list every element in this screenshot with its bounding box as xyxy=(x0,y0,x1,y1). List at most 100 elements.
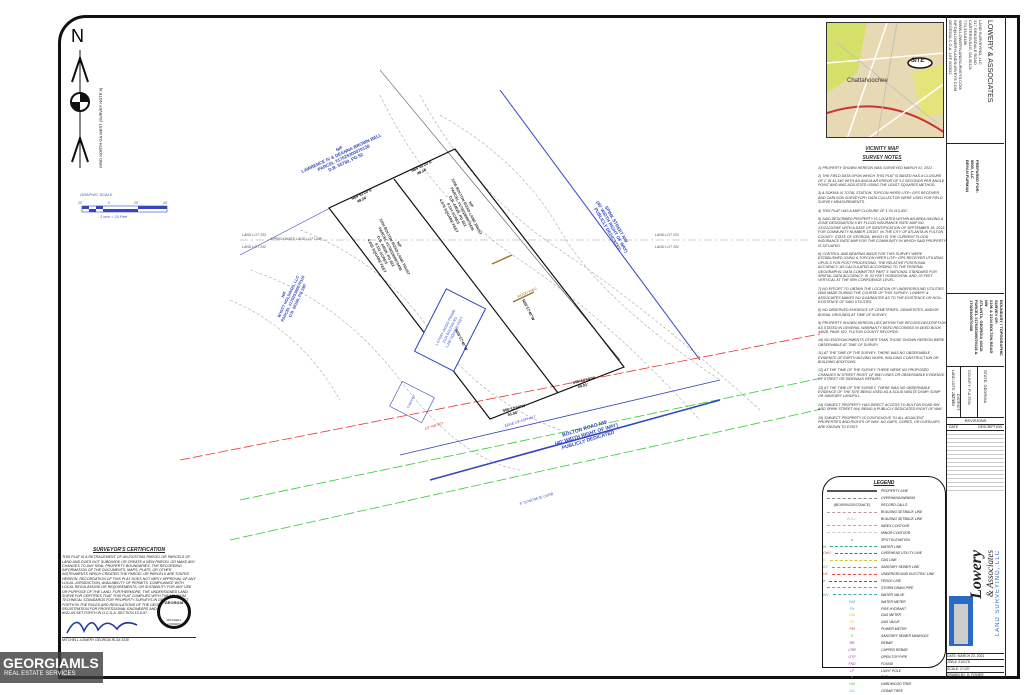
legend-label: INDEX CONTOUR xyxy=(881,523,910,528)
company-line: LAND SURVEYING, LLC xyxy=(978,20,983,65)
legend-symbol xyxy=(823,587,881,589)
legend-symbol: WM xyxy=(823,600,881,604)
site-label: SITE xyxy=(911,58,925,64)
legend-symbol: x xyxy=(823,538,881,542)
legend-label: FOUND xyxy=(881,661,894,666)
legend-symbol-text: GV xyxy=(849,620,855,625)
legend-label: FENCE LINE xyxy=(881,579,901,584)
revisions-table: REVISIONS DATE DESCRIPTION xyxy=(947,417,1004,607)
legend-symbol: WV xyxy=(823,593,881,597)
legend-line xyxy=(827,525,877,527)
legend-symbol-text: WM xyxy=(848,599,856,604)
legend-label: SPOT ELEVATION xyxy=(881,537,910,542)
vicinity-map-title: VICINITY MAP xyxy=(865,146,899,152)
land-lot-252-label: LAND LOT 252 xyxy=(655,245,679,249)
rev-desc-header: DESCRIPTION xyxy=(978,425,1002,429)
date-label: DATE: MARCH 23, 2021 xyxy=(947,653,1004,659)
legend-symbol: W xyxy=(823,545,881,549)
legend-symbol: CD xyxy=(823,689,881,693)
surveyor-seal: GEORGIA MITCHELL LOWERY xyxy=(157,595,191,630)
svg-text:N/F: N/F xyxy=(335,145,344,153)
legend-symbol-text: S xyxy=(850,634,854,639)
legend-symbol: UE xyxy=(823,572,881,576)
legend-symbol xyxy=(823,490,881,493)
survey-note: 11) AT THE TIME OF THE SURVEY, THERE WAS… xyxy=(818,351,939,365)
legend-label: RECORD CALLS xyxy=(881,503,908,508)
drawn-by-label: DRAWN BY: H. FISHER xyxy=(947,672,1004,678)
revisions-title: REVISIONS xyxy=(947,418,1004,425)
legend-symbol-text: FH xyxy=(849,606,855,611)
svg-text:S66°12'59"W: S66°12'59"W xyxy=(572,376,596,385)
survey-title-line: 17025300070408 xyxy=(969,300,974,332)
legend-line xyxy=(831,573,877,575)
land-lot-253-label: LAND LOT 253 xyxy=(242,233,266,237)
legend-symbol: OHU xyxy=(823,551,881,555)
map-town-label: Chattahoochee xyxy=(847,78,888,84)
survey-note: 6) CONTROL AND BEARING BASIS FOR THIS SU… xyxy=(818,251,944,283)
survey-note: 5) SAID DESCRIBED PROPERTY IS LOCATED WI… xyxy=(818,217,946,248)
svg-text:S66°12'59"W: S66°12'59"W xyxy=(502,404,526,413)
legend-symbol-text: OTP xyxy=(848,654,856,659)
survey-note: 7) NO EFFORT TO OBTAIN THE LOCATION OF U… xyxy=(818,286,944,304)
house: 1 STORY WOOD FRAME 2104 BOLTON RD 1,440 … xyxy=(413,288,487,372)
overhead-utility xyxy=(179,333,820,461)
legend-label: GAS METER xyxy=(881,613,901,618)
signature: GEORGIA MITCHELL LOWERY xyxy=(62,595,196,637)
company-line: GEORGIA C.O.A. LSF 000932 xyxy=(948,20,953,75)
logo-sub: LAND SURVEYING, LLC xyxy=(995,550,1001,637)
county-label: COUNTY: FULTON xyxy=(967,370,972,405)
survey-note: 12) AT THE TIME OF THE SURVEY THERE WERE… xyxy=(818,368,945,382)
legend-label: SANITARY SEWER MANHOLE xyxy=(881,634,929,639)
state-label: STATE: GEORGIA xyxy=(983,370,988,404)
legend-item: MINOR CONTOUR xyxy=(823,529,945,536)
logo-name: Lowery xyxy=(968,550,985,599)
scale-tick: 20' xyxy=(78,201,83,205)
vicinity-map: SITE Chattahoochee xyxy=(826,22,944,138)
legend-label: MINOR CONTOUR xyxy=(881,530,911,535)
legend-symbol: o xyxy=(823,675,881,679)
legend-label: BUILDING SETBACK LINE xyxy=(881,510,923,515)
legend-symbol: FH xyxy=(823,607,881,611)
legend-symbol-text: FND xyxy=(848,661,856,666)
legend-label: SANITARY SEWER LINE xyxy=(881,565,920,570)
legend-label: GAS VALVE xyxy=(881,620,900,625)
legend-symbol: PM xyxy=(823,627,881,631)
survey-title-line: PARCEL #17025300070416 & xyxy=(974,300,979,355)
legend-symbol: OTP xyxy=(823,655,881,659)
legend-symbol: CRB xyxy=(823,648,881,652)
surveyor-certification: SURVEYOR'S CERTIFICATION THIS PLAT IS A … xyxy=(62,547,196,643)
legend-label: WATER VALVE xyxy=(881,592,905,597)
survey-notes-title: SURVEY NOTES xyxy=(862,155,902,162)
company-line: INFO@LOWERYLANDSURVEYS.COM xyxy=(953,20,958,92)
scale-tick: 20' xyxy=(134,201,139,205)
legend-label: OPEN TOP PIPE xyxy=(881,654,908,659)
legend-label: REBAR xyxy=(881,641,893,646)
survey-title-line: BOUNDARY / TOPOGRAPHIC SURVEY OF: xyxy=(994,300,1004,356)
legend-item: B.S.L.BUILDING SETBACK LINE xyxy=(823,516,945,523)
logo-assoc: & Associates xyxy=(985,550,995,598)
signer: MITCHELL LOWERY GEORGIA RLS# 3338 xyxy=(62,637,196,642)
survey-note: 3) A SOKKIA IX TOTAL STATION, TOPCON HIP… xyxy=(818,191,943,205)
legend-symbol: GM xyxy=(823,613,881,617)
legend-symbol-text: W xyxy=(823,544,827,549)
seal-bottom: MITCHELL LOWERY xyxy=(166,617,182,627)
water-line xyxy=(239,377,820,501)
prepared-for-line: BRYAN FURMAN xyxy=(965,160,970,193)
legend-item: INDEX CONTOUR xyxy=(823,522,945,529)
legend-symbol: RB xyxy=(823,641,881,645)
legend-item: BUILDING SETBACK LINE xyxy=(823,509,945,516)
